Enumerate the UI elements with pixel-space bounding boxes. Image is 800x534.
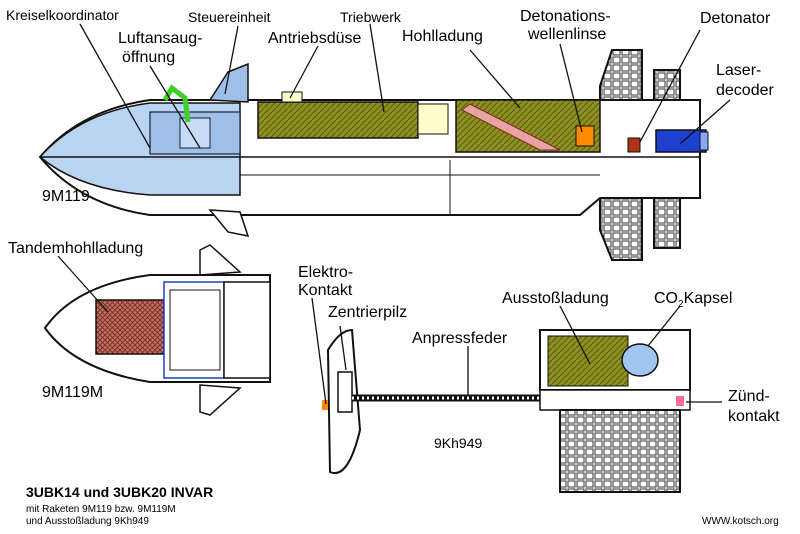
leader-tandem <box>57 255 109 313</box>
missile-9m119m <box>43 244 271 416</box>
label-luftansaug-2: öffnung <box>122 49 176 66</box>
missile-9m119 <box>38 49 709 261</box>
label-elektro-2: Kontakt <box>298 282 353 299</box>
leader-lines-bottom <box>311 297 722 405</box>
caption-line1: mit Raketen 9M119 bzw. 9M119M <box>26 504 176 515</box>
label-kreiselkoordinator: Kreiselkoordinator <box>6 7 119 23</box>
caption-line2: und Ausstoßladung 9Kh949 <box>26 516 149 527</box>
leader-lines-top <box>79 23 731 149</box>
label-ausstossladung: Ausstoßladung <box>502 290 609 307</box>
label-zentrierpilz: Zentrierpilz <box>328 304 408 321</box>
co2-main: CO <box>654 290 678 307</box>
label-9kh949: 9Kh949 <box>434 435 483 451</box>
label-elektro-1: Elektro- <box>298 264 354 281</box>
caption-title: 3UBK14 und 3UBK20 INVAR <box>26 484 214 500</box>
label-tandemhohlladung: Tandemhohlladung <box>8 240 144 257</box>
label-detonator: Detonator <box>700 10 771 27</box>
label-detonationswellenlinse-1: Detonations- <box>520 8 611 25</box>
label-triebwerk: Triebwerk <box>340 9 401 25</box>
label-9m119: 9M119 <box>42 188 90 205</box>
label-9m119m: 9M119M <box>42 384 104 401</box>
watermark: WWW.kotsch.org <box>702 516 779 527</box>
co2-rest: Kapsel <box>683 290 733 307</box>
co2-sub: 2 <box>678 299 684 310</box>
label-anpressfeder: Anpressfeder <box>412 330 508 347</box>
label-luftansaug-1: Luftansaug- <box>118 30 203 47</box>
label-laser-1: Laser- <box>716 62 762 79</box>
label-zuend-2: kontakt <box>728 408 780 425</box>
label-antriebsduese: Antriebsdüse <box>268 30 362 47</box>
label-laser-2: decoder <box>716 82 774 99</box>
charge-9kh949 <box>322 328 691 493</box>
label-steuereinheit: Steuereinheit <box>188 9 271 25</box>
label-co2-kapsel: CO2Kapsel <box>654 290 733 310</box>
label-hohlladung: Hohlladung <box>402 28 483 45</box>
label-zuend-1: Zünd- <box>728 388 770 405</box>
label-detonationswellenlinse-2: wellenlinse <box>528 26 607 43</box>
